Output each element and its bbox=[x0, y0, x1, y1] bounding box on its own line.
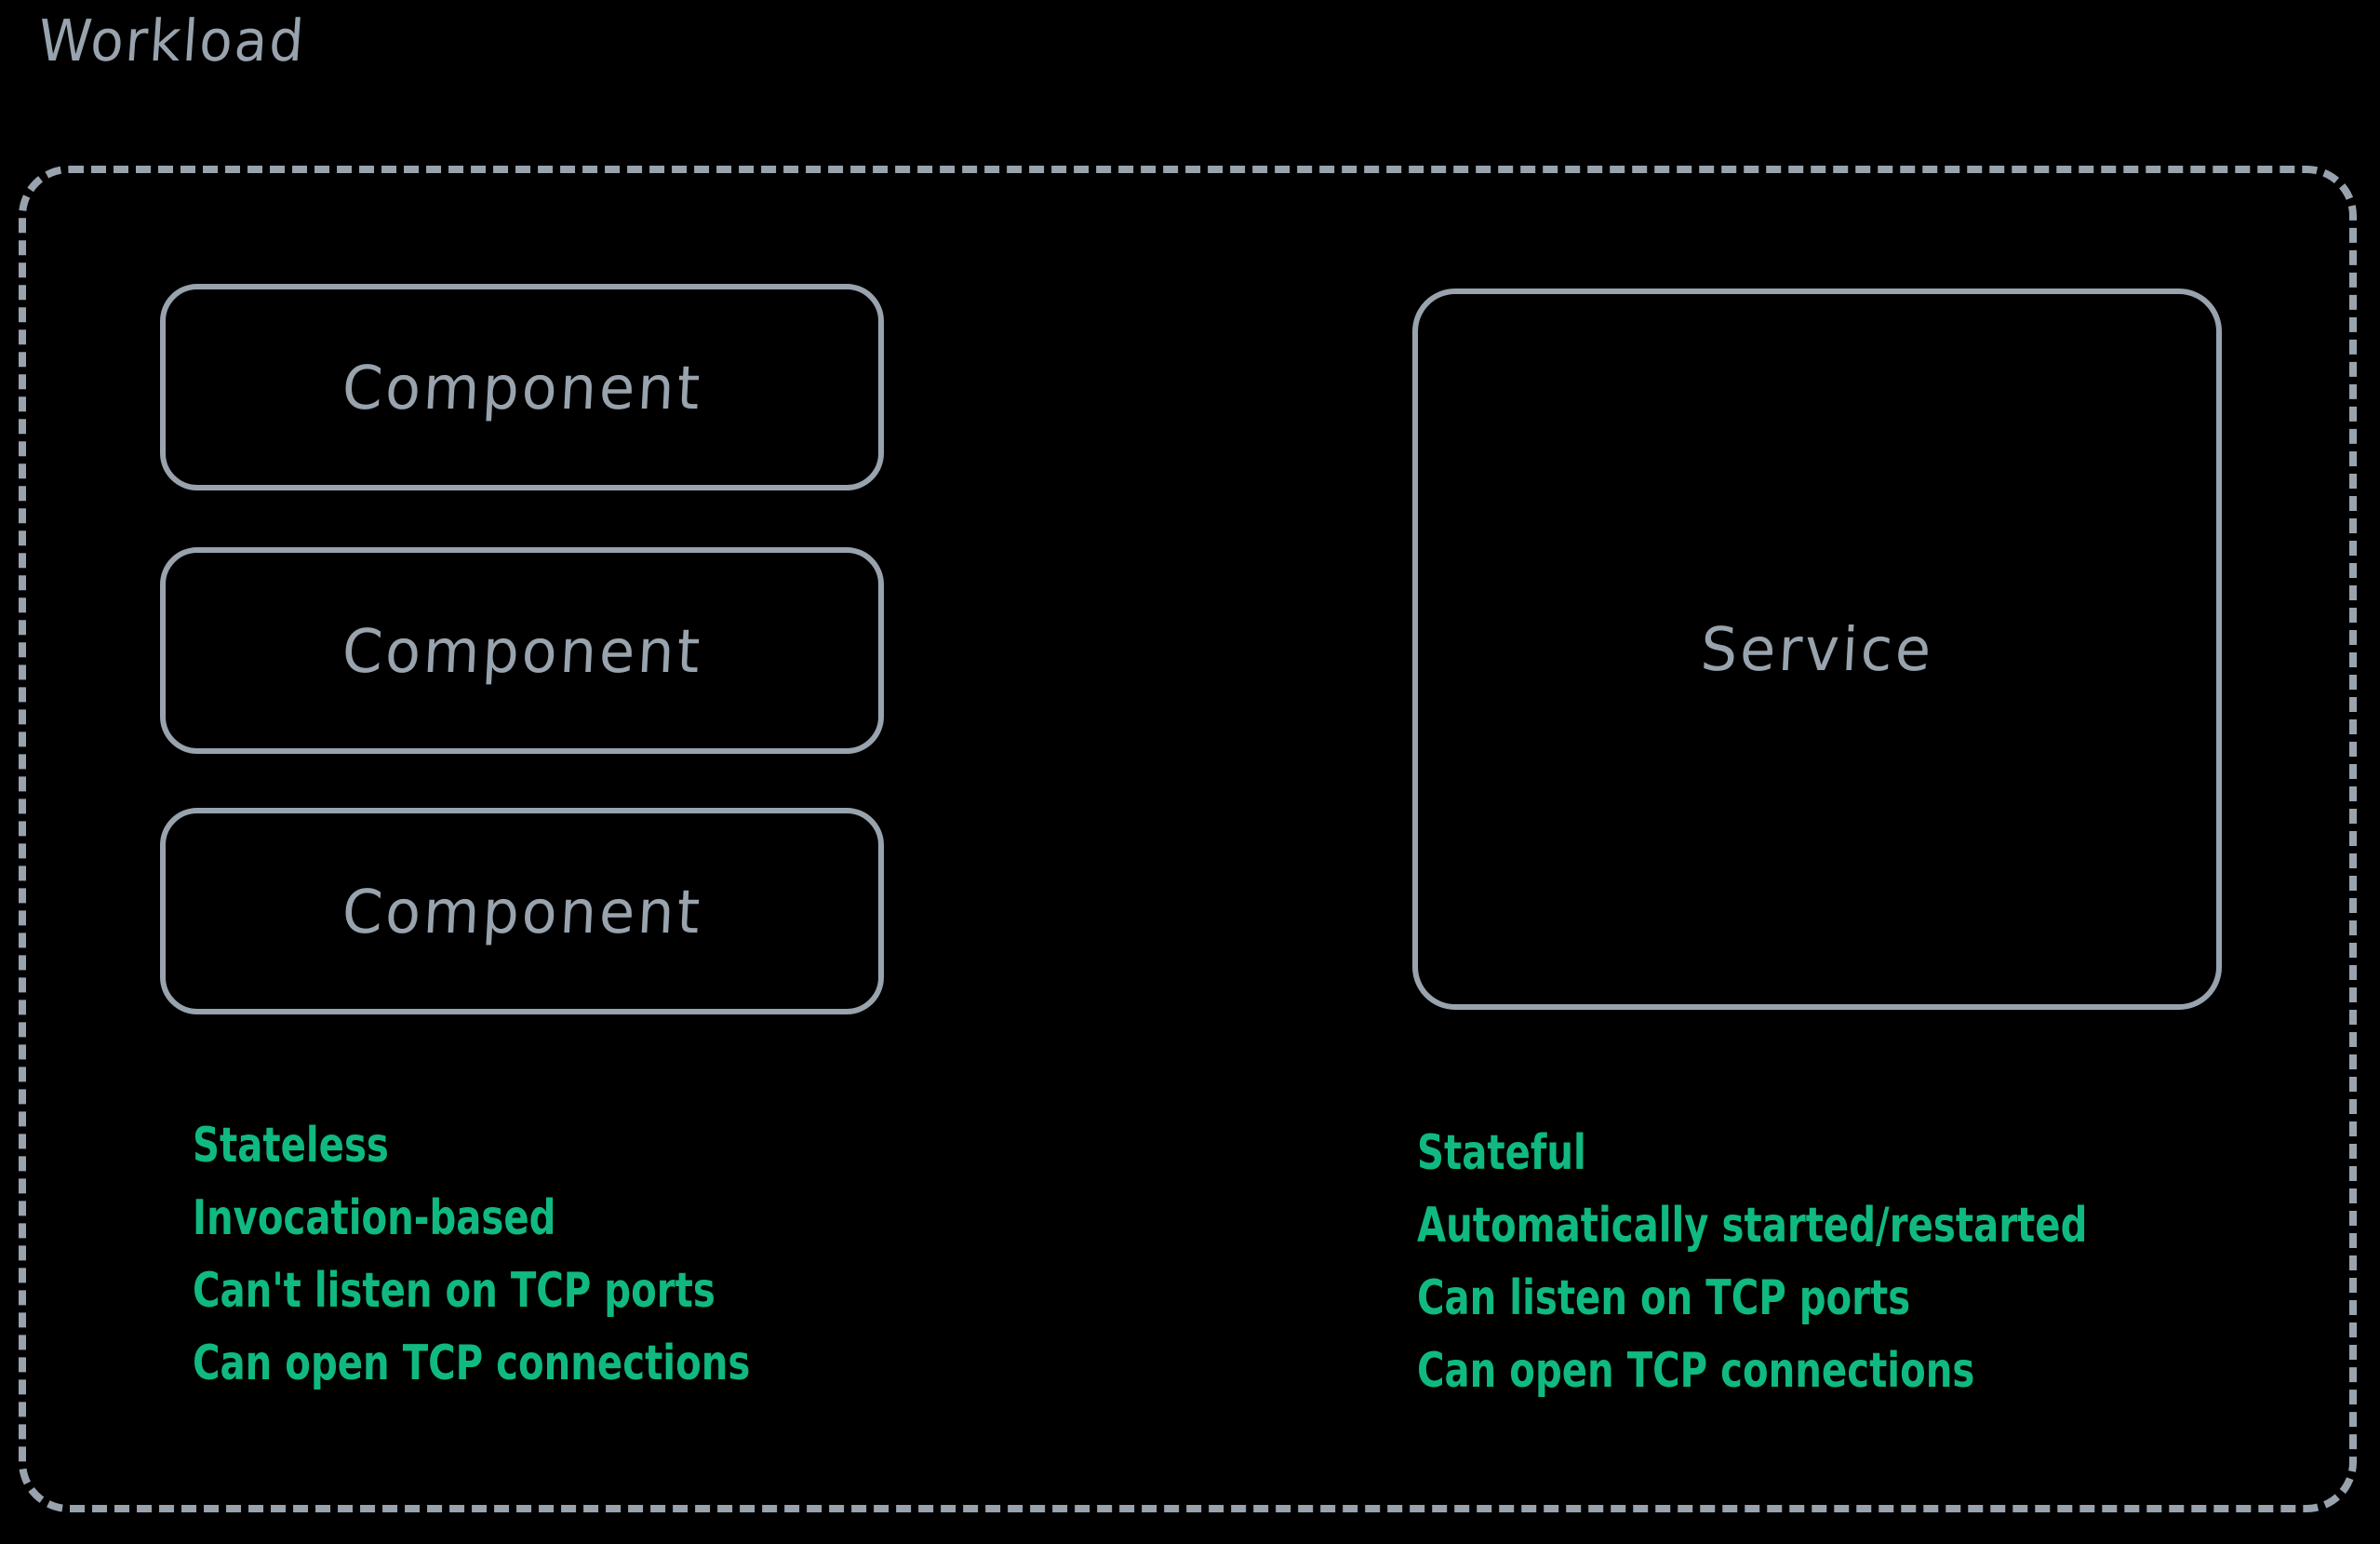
workload-title: Workload bbox=[35, 7, 308, 75]
component-box-2-label: Component bbox=[340, 615, 704, 686]
service-box-label: Service bbox=[1698, 613, 1936, 685]
component-box-3[interactable]: Component bbox=[160, 808, 884, 1014]
component-box-3-label: Component bbox=[340, 876, 704, 947]
service-attribute-auto-restart: Automatically started/restarted bbox=[1417, 1198, 2088, 1254]
service-attribute-can-listen: Can listen on TCP ports bbox=[1417, 1270, 1911, 1326]
component-box-1[interactable]: Component bbox=[160, 284, 884, 490]
component-box-1-label: Component bbox=[340, 352, 704, 423]
service-attribute-list: Stateful Automatically started/restarted… bbox=[1417, 1117, 2197, 1407]
service-attribute-stateful: Stateful bbox=[1417, 1125, 1586, 1181]
workload-boundary bbox=[19, 166, 2357, 1512]
component-attribute-can-open: Can open TCP connections bbox=[193, 1336, 751, 1391]
component-box-2[interactable]: Component bbox=[160, 547, 884, 754]
service-box[interactable]: Service bbox=[1412, 289, 2222, 1010]
component-attribute-cannot-listen: Can't listen on TCP ports bbox=[193, 1263, 715, 1319]
component-attribute-list: Stateless Invocation-based Can't listen … bbox=[193, 1109, 841, 1400]
component-attribute-stateless: Stateless bbox=[193, 1118, 389, 1174]
service-attribute-can-open: Can open TCP connections bbox=[1417, 1343, 1975, 1399]
component-attribute-invocation-based: Invocation-based bbox=[193, 1190, 556, 1246]
